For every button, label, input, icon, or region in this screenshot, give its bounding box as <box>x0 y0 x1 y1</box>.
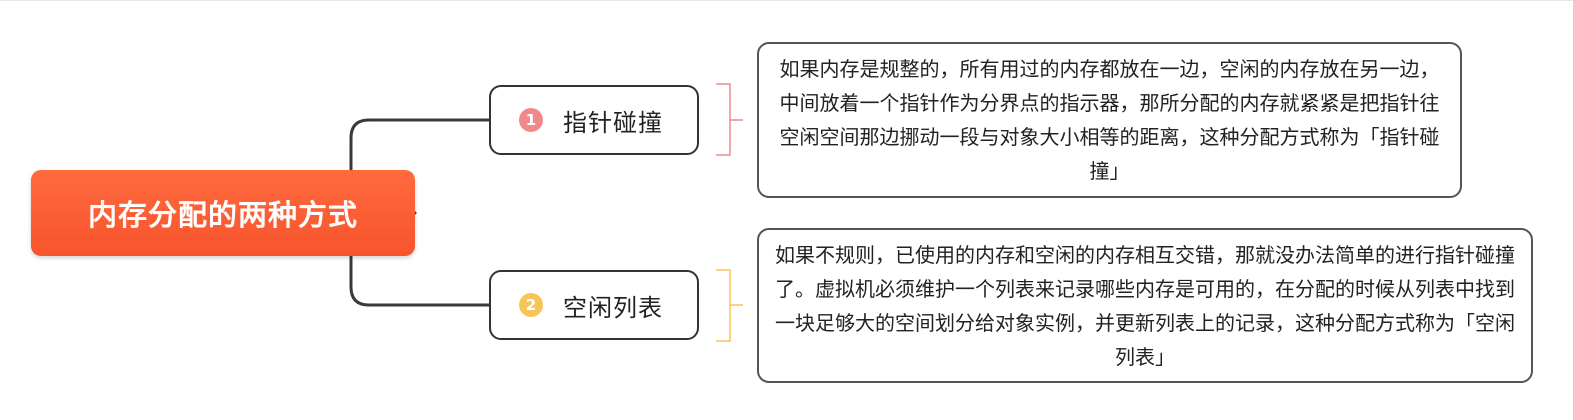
number-2-icon: 2 <box>519 293 543 317</box>
root-node[interactable]: 内存分配的两种方式 <box>31 170 415 256</box>
branch-label: 指针碰撞 <box>563 108 663 137</box>
note-text: 如果内存是规整的，所有用过的内存都放在一边，空闲的内存放在另一边，中间放着一个指… <box>779 57 1440 183</box>
number-1-icon: 1 <box>519 108 543 132</box>
note-free-list[interactable]: 如果不规则，已使用的内存和空闲的内存相互交错，那就没办法简单的进行指针碰撞了。虚… <box>757 228 1533 383</box>
top-divider <box>0 0 1573 1</box>
connector-root-to-branch-2 <box>349 211 491 307</box>
note-pointer-bump[interactable]: 如果内存是规整的，所有用过的内存都放在一边，空闲的内存放在另一边，中间放着一个指… <box>757 42 1462 198</box>
branch-node-free-list[interactable]: 2 空闲列表 <box>489 270 699 340</box>
bracket-branch-1 <box>716 83 743 156</box>
branch-node-pointer-bump[interactable]: 1 指针碰撞 <box>489 85 699 155</box>
root-node-label: 内存分配的两种方式 <box>87 198 358 232</box>
note-text: 如果不规则，已使用的内存和空闲的内存相互交错，那就没办法简单的进行指针碰撞了。虚… <box>775 242 1515 369</box>
branch-label: 空闲列表 <box>563 293 663 322</box>
bracket-branch-2 <box>716 269 743 342</box>
